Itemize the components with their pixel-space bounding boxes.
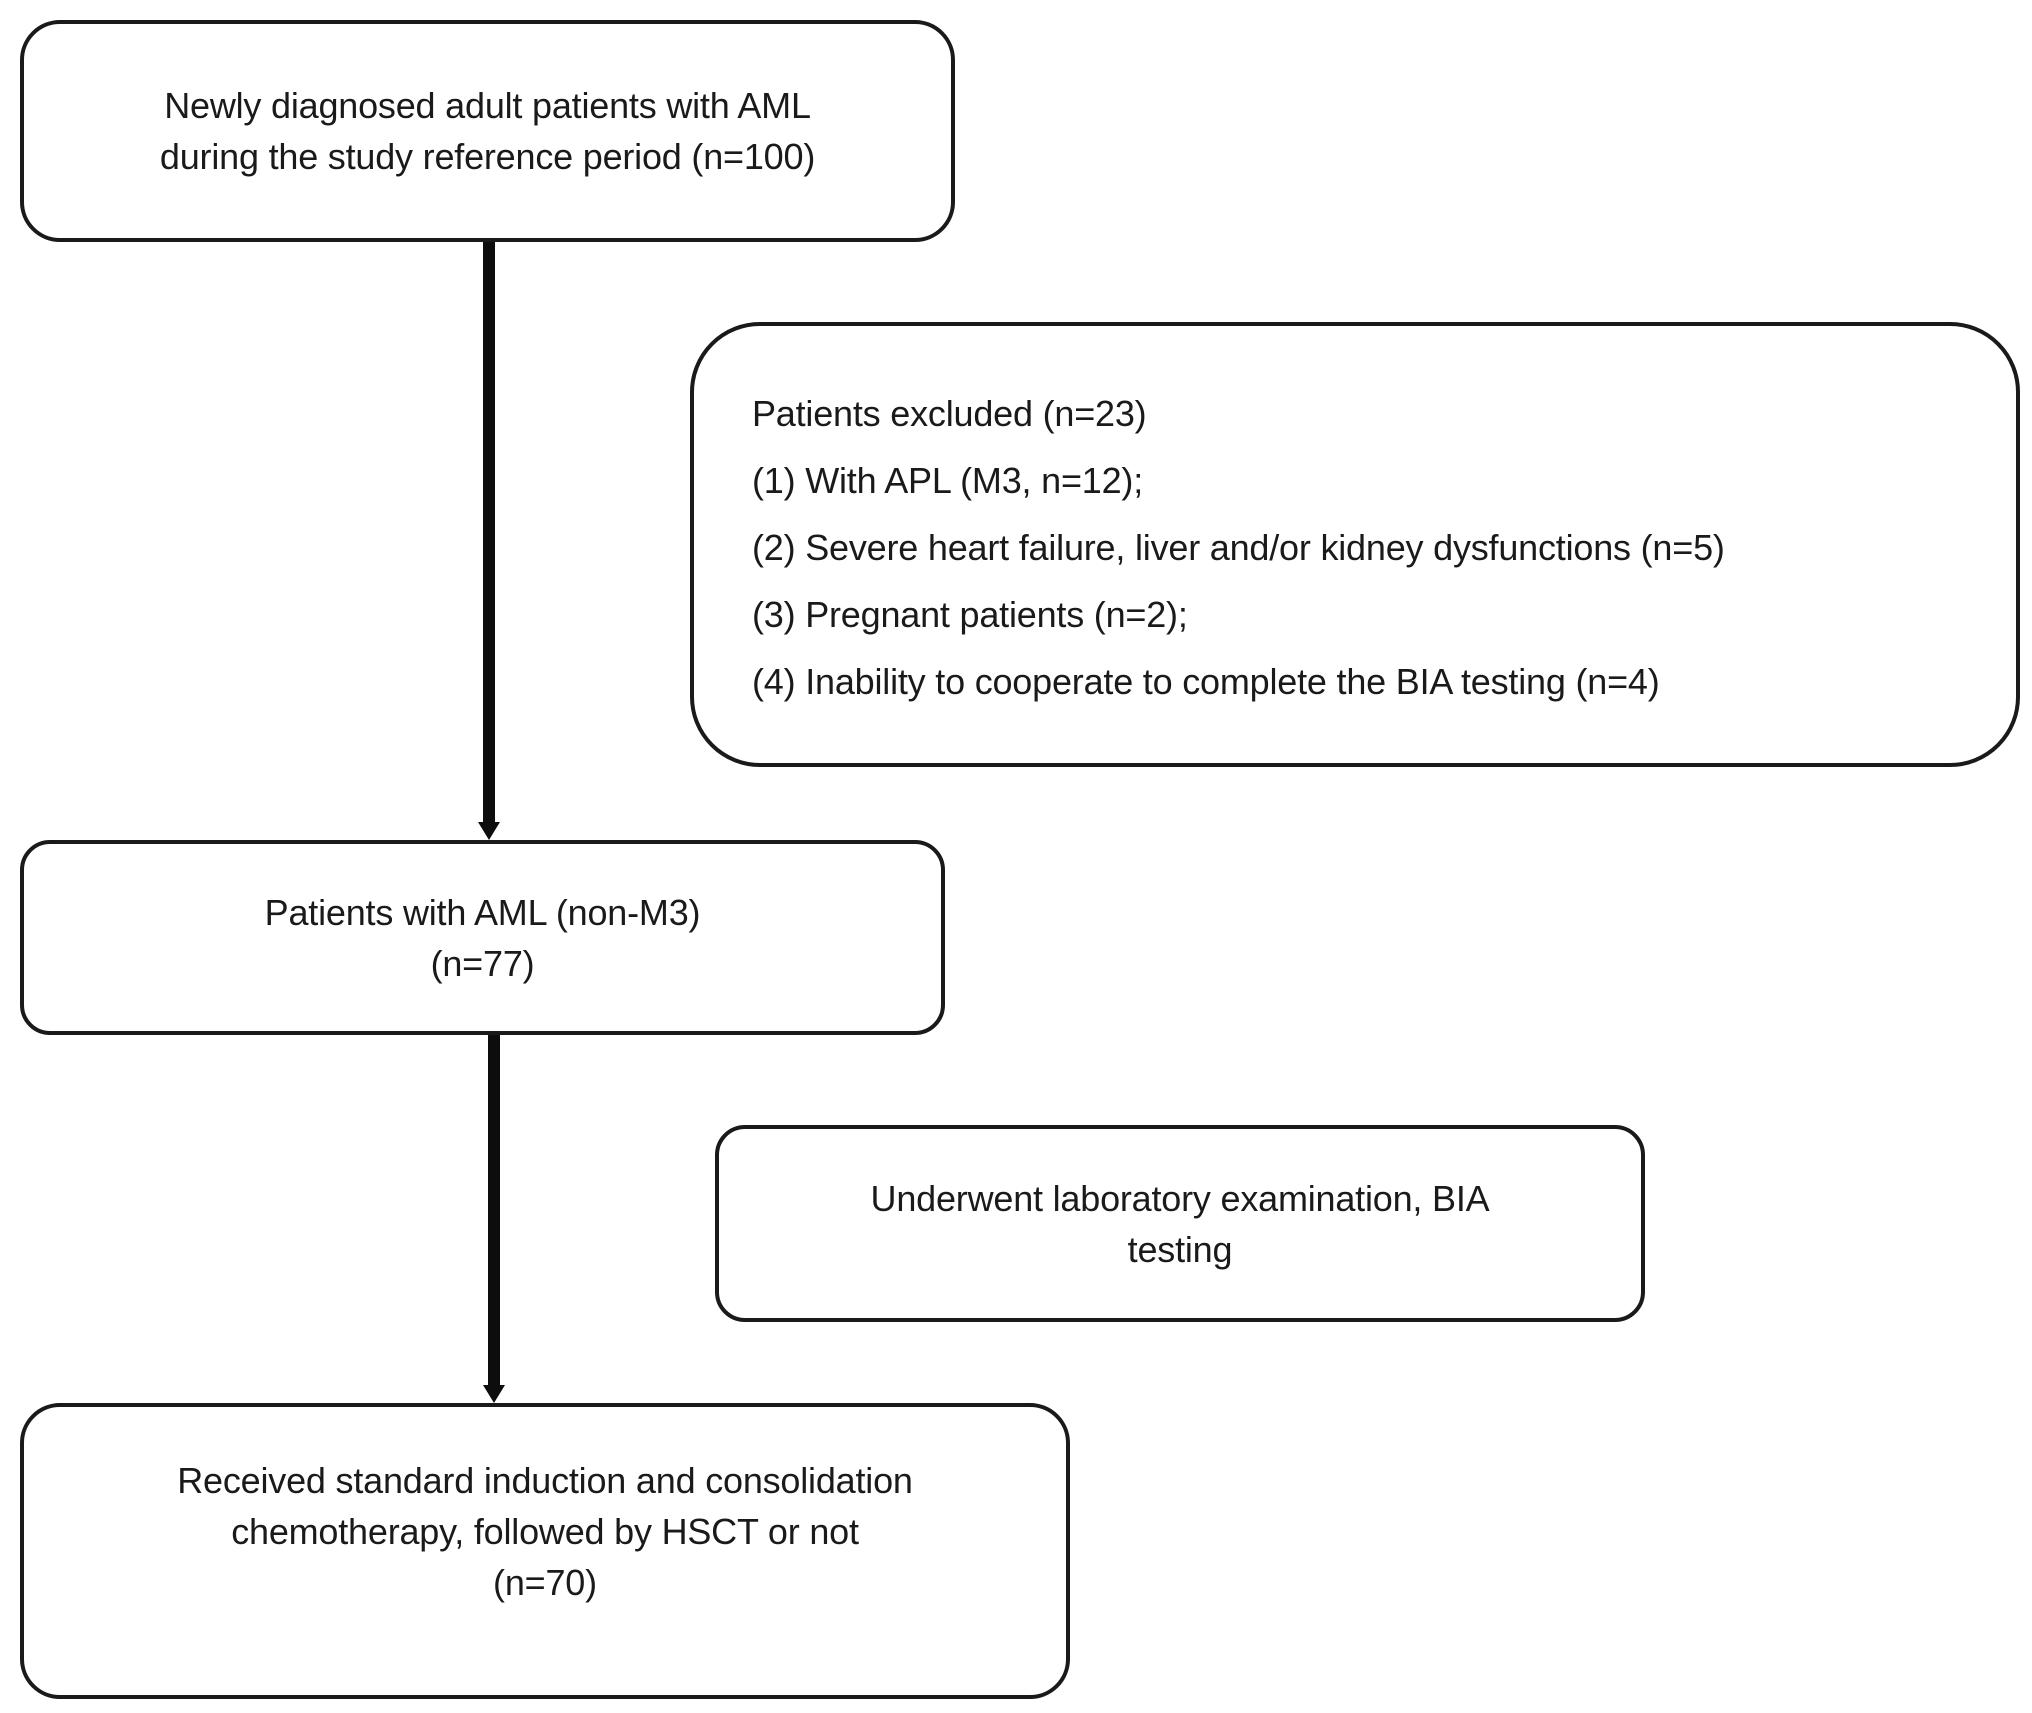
diagnosed-line-2: during the study reference period (n=100… (159, 136, 816, 177)
exclusion-item: (2) Severe heart failure, liver and/or k… (752, 527, 1725, 568)
arrow-aml-to-chemo-shaft (488, 1035, 500, 1387)
aml-line-1: Patients with AML (non-M3) (264, 891, 701, 933)
exclusion-item: (4) Inability to cooperate to complete t… (752, 661, 1660, 702)
chemotherapy-text: Received standard induction and consolid… (177, 1455, 913, 1608)
chemo-line-2: chemotherapy, followed by HSCT or not (231, 1510, 859, 1552)
chemo-line-1: Received standard induction and consolid… (177, 1459, 913, 1501)
exclusion-list: Patients excluded (n=23) (1) With APL (M… (752, 380, 1725, 715)
aml-line-2: (n=77) (430, 942, 535, 984)
exclusion-item: (1) With APL (M3, n=12); (752, 460, 1144, 501)
excluded-title: Patients excluded (n=23) (752, 393, 1147, 434)
chemo-line-3: (n=70) (493, 1561, 597, 1603)
exclusion-item: (3) Pregnant patients (n=2); (752, 594, 1188, 635)
lab-line-2: testing (1127, 1228, 1233, 1270)
chemotherapy-box: Received standard induction and consolid… (20, 1403, 1070, 1699)
aml-non-m3-box: Patients with AML (non-M3) (n=77) (20, 840, 945, 1035)
diagnosed-line-1: Newly diagnosed adult patients with AML (164, 85, 811, 126)
lab-examination-box: Underwent laboratory examination, BIA te… (715, 1125, 1645, 1322)
arrow-diagnosed-to-aml-shaft (483, 242, 495, 824)
excluded-patients-box: Patients excluded (n=23) (1) With APL (M… (690, 322, 2020, 767)
lab-line-1: Underwent laboratory examination, BIA (870, 1177, 1490, 1219)
diagnosed-patients-box: Newly diagnosed adult patients with AML … (20, 20, 955, 242)
arrow-aml-to-chemo-head (483, 1385, 505, 1403)
arrow-diagnosed-to-aml-head (478, 822, 500, 840)
